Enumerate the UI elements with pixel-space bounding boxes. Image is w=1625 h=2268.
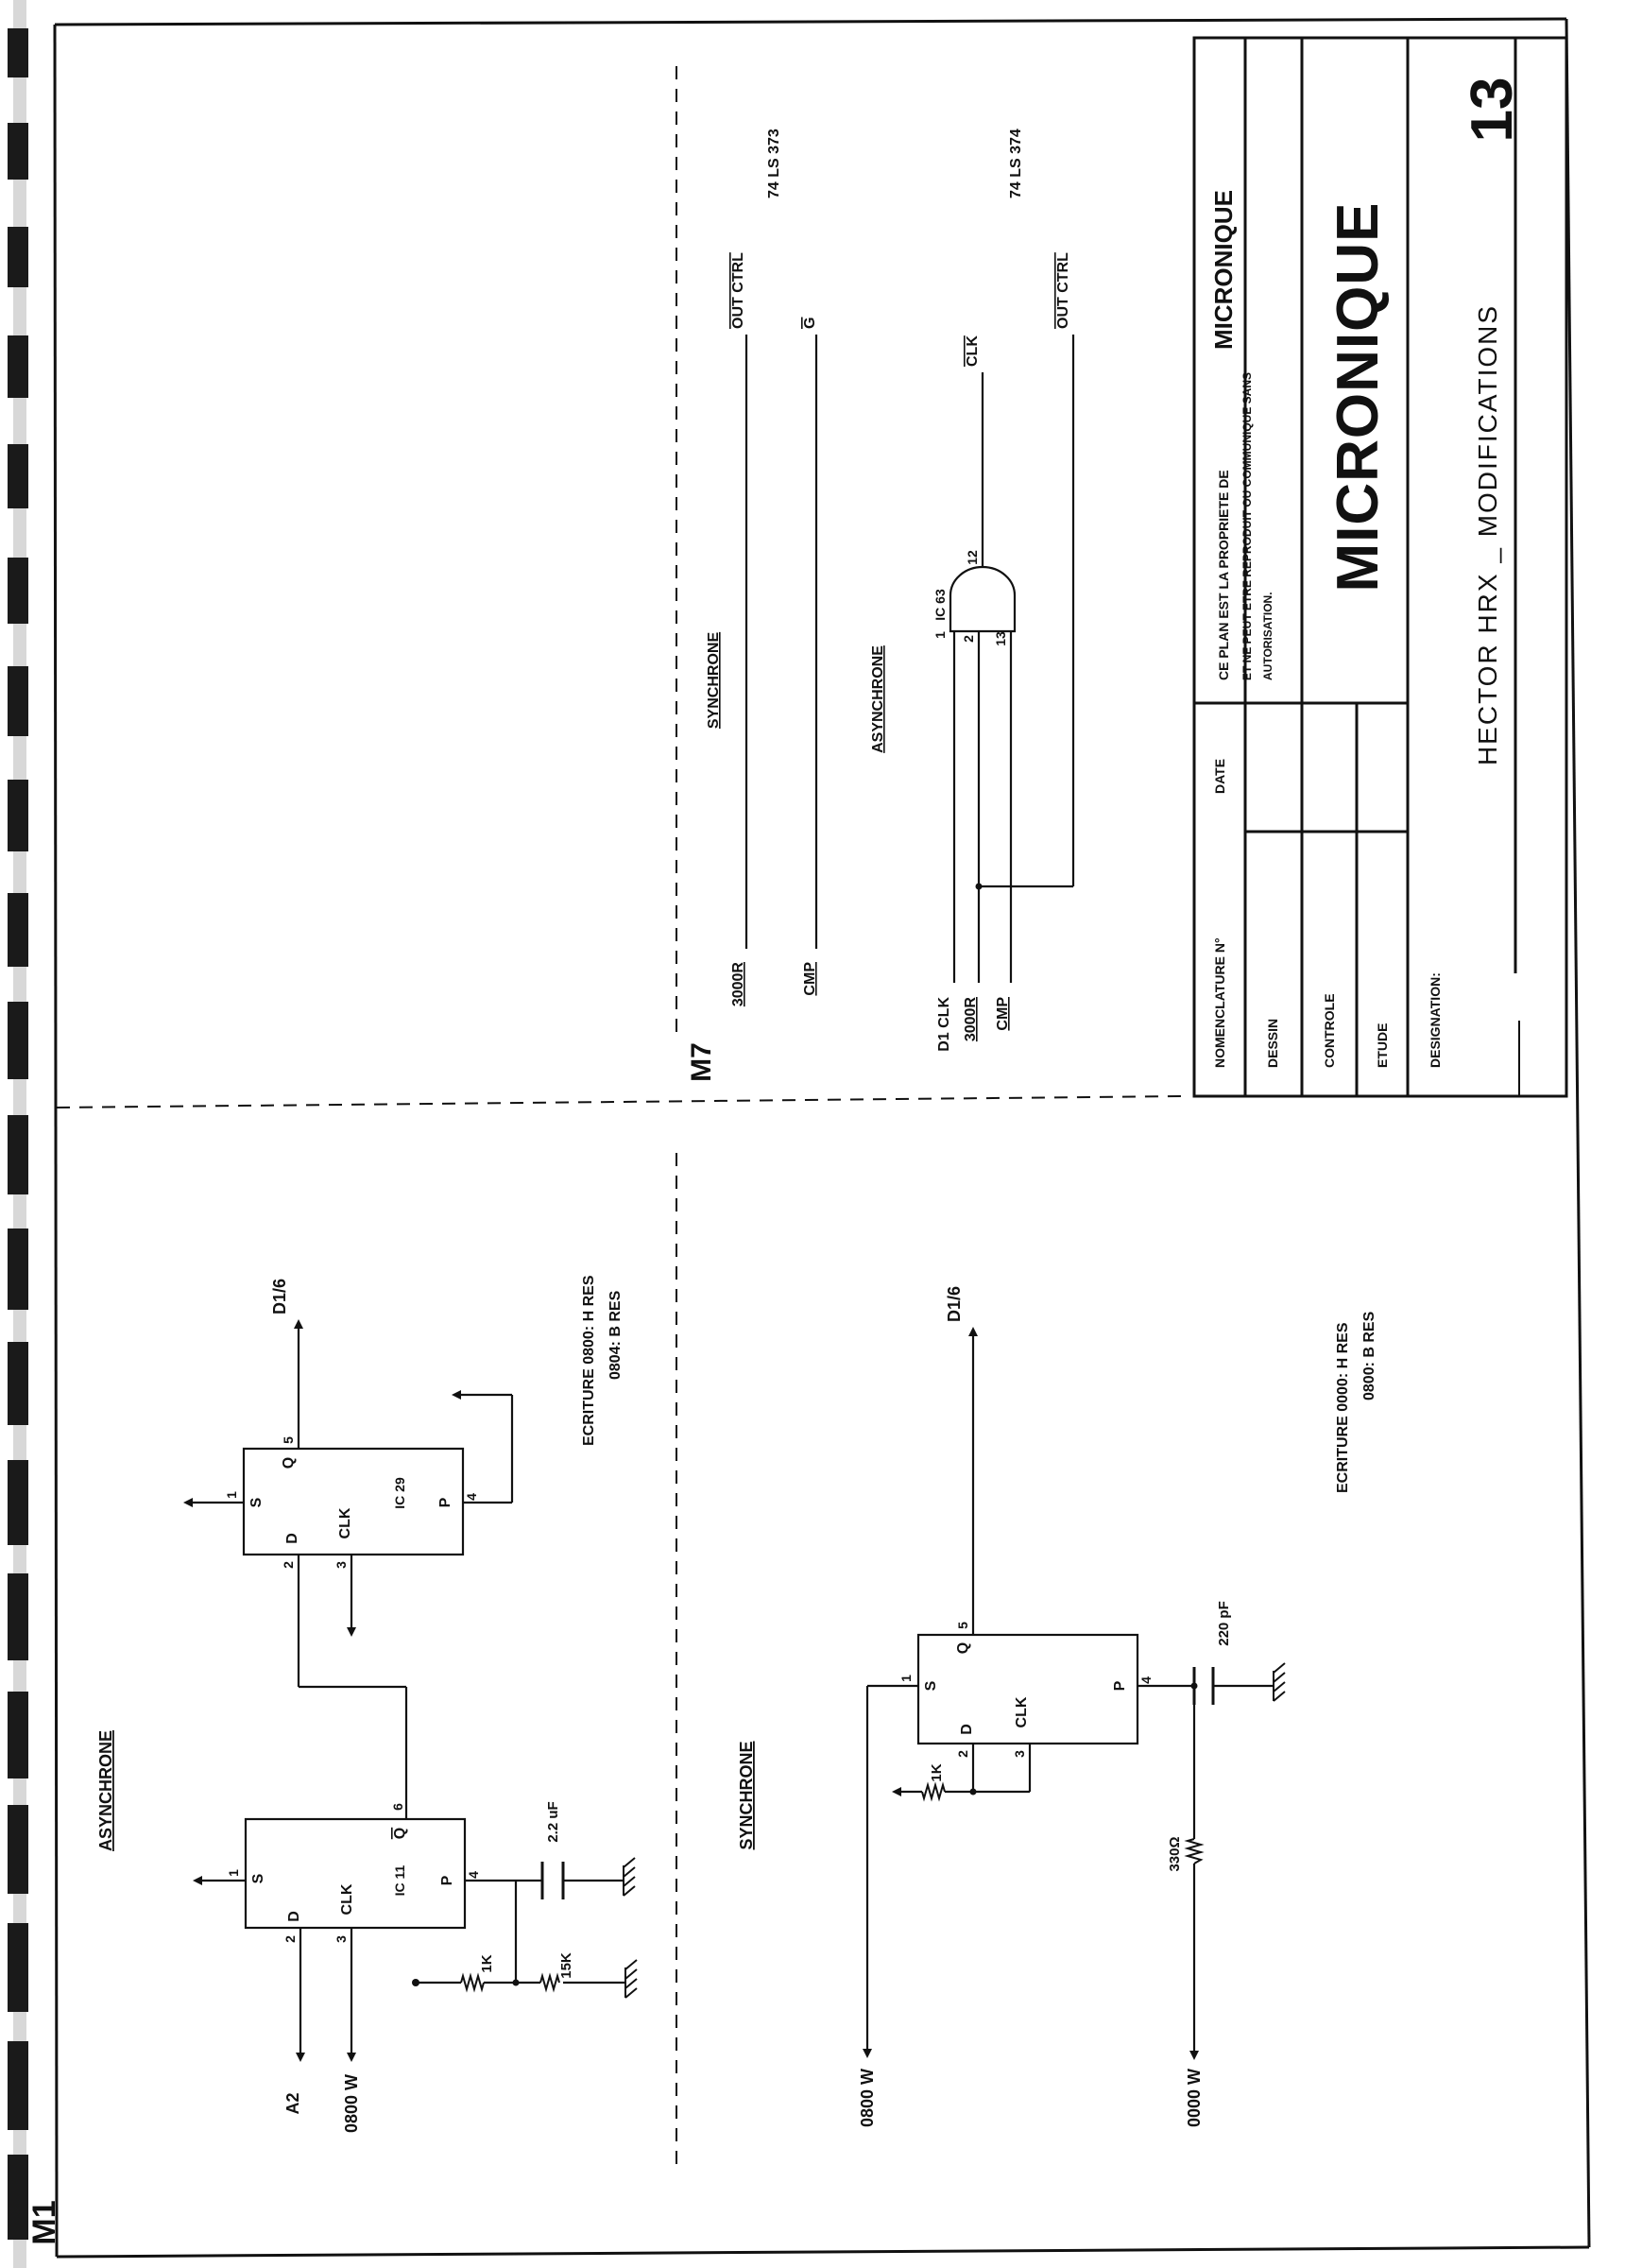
ic29-pin2: 2 [281, 1561, 296, 1569]
sync-ff-pin-p: P [1112, 1680, 1128, 1691]
m1-async-dots [183, 1319, 520, 2062]
sync-ff-pin4: 4 [1138, 1676, 1154, 1684]
ic29-pin-d: D [284, 1533, 300, 1544]
signal-a2: A2 [283, 2092, 302, 2114]
ic11-pin-d: D [286, 1911, 302, 1922]
m1-sync-resistors [921, 1781, 1205, 1864]
outer-frame [53, 17, 1591, 2259]
m7-async-d1clk: D1 CLK [936, 997, 952, 1052]
ic29-pin1: 1 [224, 1491, 239, 1499]
sync-ff-pin2: 2 [955, 1750, 970, 1758]
ecriture-sync-line1: ECRITURE 0000: H RES [1335, 1322, 1351, 1493]
ic11-pin6: 6 [390, 1803, 405, 1811]
ic29-pin-clk: CLK [337, 1507, 353, 1538]
m7-label: M7 [686, 1042, 717, 1082]
m1-sync-dots [863, 1327, 1199, 2060]
sync-ff-pin-clk: CLK [1014, 1696, 1030, 1727]
resistor-330: 330Ω [1167, 1836, 1183, 1871]
ic11-pin-p: P [439, 1875, 455, 1885]
capacitor-220pf: 220 pF [1216, 1601, 1232, 1646]
m1-async-circuit [187, 1323, 625, 2058]
ic29-pin3: 3 [334, 1561, 349, 1569]
ic63-pin1: 1 [932, 631, 948, 639]
notice-brand: MICRONIQUE [1209, 190, 1238, 350]
title-block-dessin: DESSIN [1265, 1019, 1280, 1068]
m7-sync-circuit [744, 335, 818, 949]
ic29-pin-p: P [437, 1497, 453, 1507]
ic11-pin-clk: CLK [339, 1883, 355, 1915]
ic63-pin12: 12 [965, 550, 980, 565]
resistor-1k-async: 1K [479, 1954, 495, 1972]
m7-async-out-ctrl: OUT CTRL [1055, 252, 1071, 329]
sync-ff-pin3: 3 [1012, 1750, 1027, 1758]
resistor-15k: 15K [558, 1952, 574, 1979]
sync-ff-pin-d: D [959, 1724, 975, 1735]
m1-async-capacitor [540, 1862, 565, 1899]
binding-strip [8, 0, 28, 2268]
title-block [1192, 36, 1568, 1098]
resistor-1k-sync: 1K [929, 1763, 945, 1781]
ecriture-async-line1: ECRITURE 0800: H RES [581, 1275, 597, 1446]
m1-async-title: ASYNCHRONE [96, 1730, 115, 1851]
title-block-date: DATE [1212, 759, 1227, 794]
sync-ff-pin1: 1 [898, 1675, 914, 1682]
output-d16-sync: D1/6 [945, 1286, 964, 1322]
ecriture-sync-line2: 0800: B RES [1361, 1311, 1377, 1400]
ic63-pin2: 2 [961, 635, 976, 643]
m7-async-cmp: CMP [995, 997, 1011, 1031]
ic29-pin-s: S [248, 1497, 265, 1507]
ic11-pin-s: S [250, 1873, 266, 1883]
m7-sync-out-ctrl: OUT CTRL [730, 252, 746, 329]
m7-async-title: ASYNCHRONE [870, 645, 886, 753]
m7-async-3000r: 3000R [963, 997, 979, 1042]
ic63-name: IC 63 [932, 589, 948, 621]
notice-line3: AUTORISATION. [1261, 592, 1274, 680]
drawing-title: HECTOR HRX _ MODIFICATIONS [1473, 304, 1502, 765]
m1-sync-circuit [865, 1331, 1274, 2056]
title-block-controle: CONTROLE [1322, 993, 1337, 1068]
signal-0000w: 0000 W [1185, 2069, 1204, 2127]
sync-ff-pin5: 5 [955, 1622, 970, 1629]
notice-line1: CE PLAN EST LA PROPRIETE DE [1216, 470, 1231, 680]
title-block-nomenclature: NOMENCLATURE N° [1212, 937, 1227, 1068]
m1-sync-title: SYNCHRONE [737, 1741, 756, 1849]
notice-line2: ET NE PEUT ETRE REPRODUIT OU COMMUNIQUE … [1240, 372, 1254, 680]
ecriture-async-line2: 0804: B RES [607, 1290, 624, 1380]
m7-async-clk: CLK [965, 335, 981, 367]
m7-sync-title: SYNCHRONE [706, 632, 722, 730]
m7-async-circuit [949, 335, 1075, 983]
ic29-pin5: 5 [281, 1436, 296, 1444]
ic11-pin1: 1 [226, 1869, 241, 1877]
signal-0800w-sync: 0800 W [858, 2069, 877, 2127]
chip-74ls373: 74 LS 373 [766, 129, 782, 198]
ground-symbol-sync [1273, 1662, 1286, 1702]
m7-sync-cmp: CMP [802, 962, 818, 996]
ic11-pin2: 2 [282, 1935, 298, 1943]
ic11-pin-qbar: Q [392, 1828, 408, 1839]
m1-async-resistors [460, 1972, 560, 1993]
output-d16-async: D1/6 [270, 1279, 289, 1314]
sync-ff-pin-s: S [923, 1680, 939, 1691]
ic29-pin-q: Q [281, 1457, 297, 1469]
m7-sync-g: G [802, 318, 818, 329]
sheet-number: 13 [1460, 77, 1525, 143]
signal-0800w-async: 0800 W [342, 2074, 361, 2133]
panel-separators [56, 66, 1182, 2174]
capacitor-2-2uf: 2.2 uF [545, 1801, 561, 1842]
brand-logo: MICRONIQUE [1326, 202, 1391, 593]
chip-74ls374: 74 LS 374 [1008, 129, 1024, 198]
m7-sync-3000r: 3000R [730, 962, 746, 1007]
m7-async-dots [975, 883, 983, 890]
ground-symbol [623, 1857, 638, 1999]
title-block-designation: DESIGNATION: [1428, 972, 1443, 1068]
title-block-etude: ETUDE [1375, 1023, 1390, 1068]
ic29-name: IC 29 [392, 1477, 407, 1509]
sync-ff-pin-q: Q [955, 1642, 971, 1654]
ic63-pin13: 13 [993, 631, 1008, 646]
ic11-name: IC 11 [392, 1864, 407, 1896]
ic11-pin4: 4 [466, 1871, 481, 1879]
ic11-pin3: 3 [334, 1935, 349, 1943]
ic29-pin4: 4 [464, 1493, 479, 1501]
